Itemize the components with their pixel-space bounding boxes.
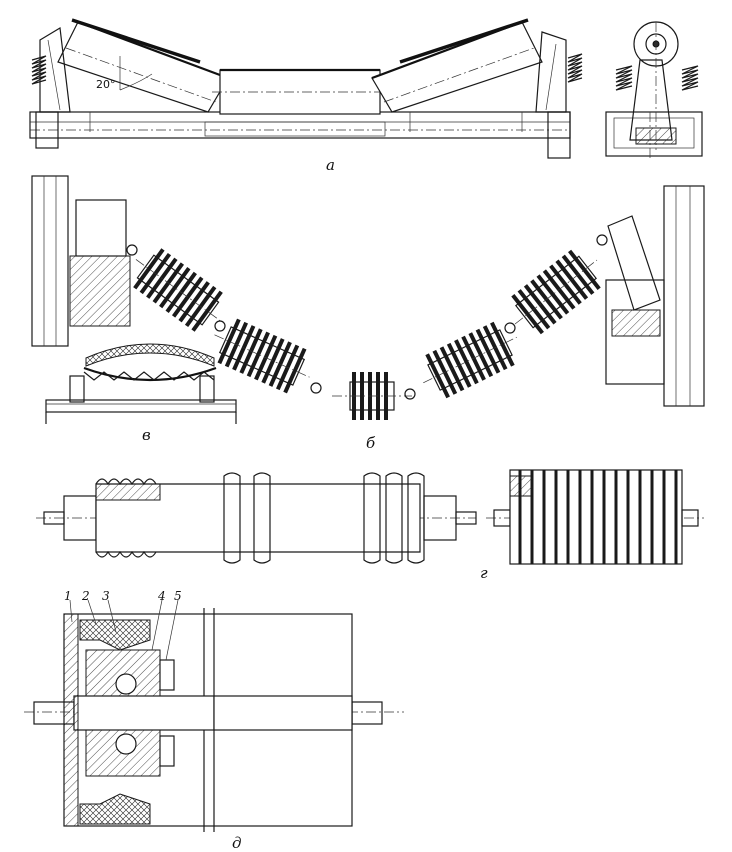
view-a-troughed-idler: 20° а <box>29 18 583 174</box>
view-v-label: в <box>142 426 151 444</box>
view-v-loaded-garland: в <box>45 343 237 444</box>
view-b-garland-idler: б <box>31 175 705 452</box>
view-a-right-spring <box>567 53 583 83</box>
view-b-label: б <box>366 434 376 452</box>
view-a-side-view <box>605 21 703 158</box>
part-number-2: 2 <box>81 589 90 603</box>
view-d-label: д <box>232 834 242 852</box>
view-b-chain-links <box>126 234 608 400</box>
part-number-3: 3 <box>102 589 110 603</box>
view-a-label: а <box>326 156 335 174</box>
view-b-roller-5 <box>511 249 601 335</box>
view-a-left-spring <box>31 55 47 85</box>
part-number-4: 4 <box>157 589 166 603</box>
view-d-roller-section: 1 2 3 4 5 д <box>24 589 404 852</box>
view-b-roller-1 <box>133 248 223 332</box>
view-g-rollers: г <box>36 469 704 582</box>
view-g-label: г <box>480 564 488 582</box>
view-b-roller-4 <box>423 321 517 399</box>
angle-label: 20° <box>96 78 116 91</box>
view-b-roller-2 <box>214 318 310 394</box>
view-b-roller-center <box>332 372 412 420</box>
part-number-5: 5 <box>174 589 182 603</box>
part-number-1: 1 <box>64 589 72 603</box>
